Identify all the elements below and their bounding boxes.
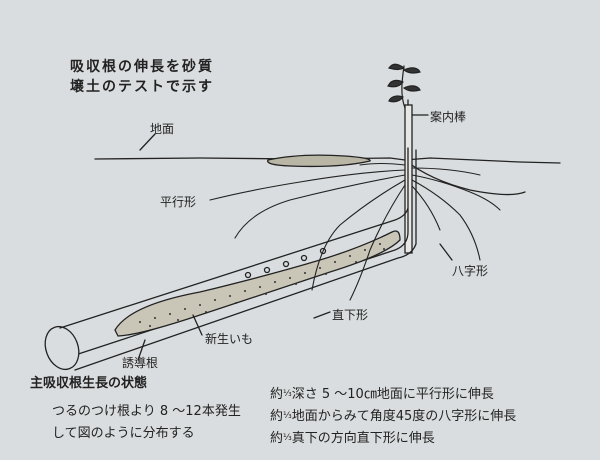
note-1-fraction: ⅓ xyxy=(283,389,292,399)
guide-tube-lower xyxy=(74,149,417,371)
note-1: 約⅓深さ 5 ～10㎝地面に平行形に伸長 xyxy=(270,383,494,402)
tube-holes xyxy=(244,247,327,279)
soil-stipple xyxy=(139,243,385,327)
caption-line-2: して図のように分布する xyxy=(52,426,195,441)
note-1-text: 深さ 5 ～10㎝地面に平行形に伸長 xyxy=(291,387,494,402)
caption-line-1: つるのつけ根より 8 ～12本発生 xyxy=(52,404,241,419)
leader-induced xyxy=(137,339,146,361)
title-line-2: 壌土のテストで示す xyxy=(70,79,214,95)
note-2: 約⅓地面からみて角度45度の八字形に伸長 xyxy=(270,405,516,424)
label-induced-root: 誘導根 xyxy=(122,356,159,370)
note-3-fraction: ⅓ xyxy=(283,433,292,443)
note-2-text: 地面からみて角度45度の八字形に伸長 xyxy=(291,409,517,424)
note-3-prefix: 約 xyxy=(270,431,284,446)
note-3: 約⅓真下の方向直下形に伸長 xyxy=(270,427,435,446)
young-vine xyxy=(387,63,421,109)
tube-end xyxy=(44,325,80,371)
note-2-fraction: ⅓ xyxy=(283,411,292,421)
leader-vertical xyxy=(313,311,331,319)
leader-ground xyxy=(139,133,156,151)
label-new-tuber: 新生いも xyxy=(205,332,254,346)
note-3-text: 真下の方向直下形に伸長 xyxy=(291,431,435,446)
new-tuber-shape xyxy=(114,230,401,337)
root-lines xyxy=(209,162,501,301)
label-parallel: 平行形 xyxy=(160,195,197,209)
label-guide-stake: 案内棒 xyxy=(430,110,467,124)
parallel-root-capsule xyxy=(267,154,371,168)
guide-tube-upper xyxy=(59,147,409,361)
leader-new-tuber xyxy=(192,314,203,336)
title-line-1: 吸収根の伸長を砂質 xyxy=(70,59,214,75)
label-hachiji: 八字形 xyxy=(452,264,489,278)
caption-heading: 主吸収根生長の状態 xyxy=(30,376,148,391)
ground-line xyxy=(94,157,561,164)
label-ground: 地面 xyxy=(150,122,175,136)
note-2-prefix: 約 xyxy=(270,409,284,424)
label-vertical: 直下形 xyxy=(332,308,369,322)
leader-hachiji xyxy=(439,243,453,261)
note-1-prefix: 約 xyxy=(270,387,284,402)
soil-mound xyxy=(404,159,526,196)
